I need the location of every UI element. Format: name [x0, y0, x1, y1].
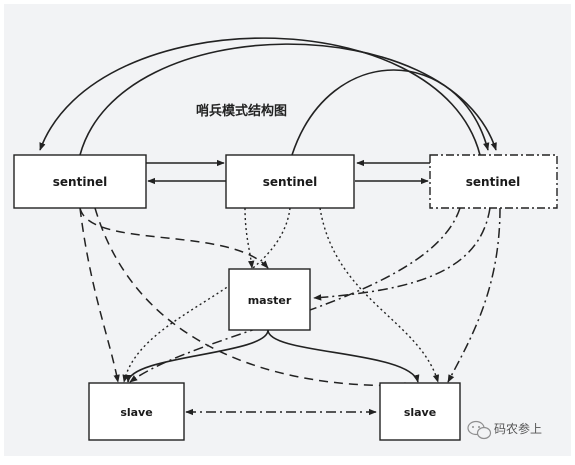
watermark: 码农参上 [467, 420, 542, 440]
dot-middle-sentinel-to-master [244, 207, 255, 269]
background-panel [4, 4, 571, 456]
sentinel-middle-label: sentinel [263, 175, 317, 189]
dashdot-right-sentinel-to-master [313, 207, 491, 301]
replication-master-to-right-slave [267, 329, 420, 383]
slave-right-node: slave [379, 382, 461, 441]
arc-right-to-left-sentinel [39, 37, 481, 156]
sentinel-middle-node: sentinel [225, 154, 355, 209]
wechat-icon [467, 420, 492, 440]
sentinel-left-node: sentinel [13, 154, 147, 209]
sentinel-right-label: sentinel [466, 175, 520, 189]
replication-master-to-left-slave [125, 329, 269, 383]
dot-middle-sentinel-to-left-slave [122, 207, 291, 383]
sentinel-right-node: sentinel [429, 154, 558, 209]
master-label: master [248, 294, 292, 307]
master-node: master [228, 268, 311, 331]
diagram-title: 哨兵模式结构图 [196, 103, 287, 119]
slave-left-label: slave [120, 406, 152, 419]
sentinel-left-label: sentinel [53, 175, 107, 189]
slave-right-label: slave [404, 406, 436, 419]
dashdot-right-sentinel-to-right-slave [447, 207, 501, 383]
arc-middle-to-right-sentinel [291, 69, 490, 156]
dot-middle-sentinel-to-right-slave [319, 207, 440, 383]
slave-left-node: slave [88, 382, 185, 441]
dash-left-sentinel-to-right-slave [94, 207, 413, 389]
watermark-text: 码农参上 [494, 421, 542, 436]
